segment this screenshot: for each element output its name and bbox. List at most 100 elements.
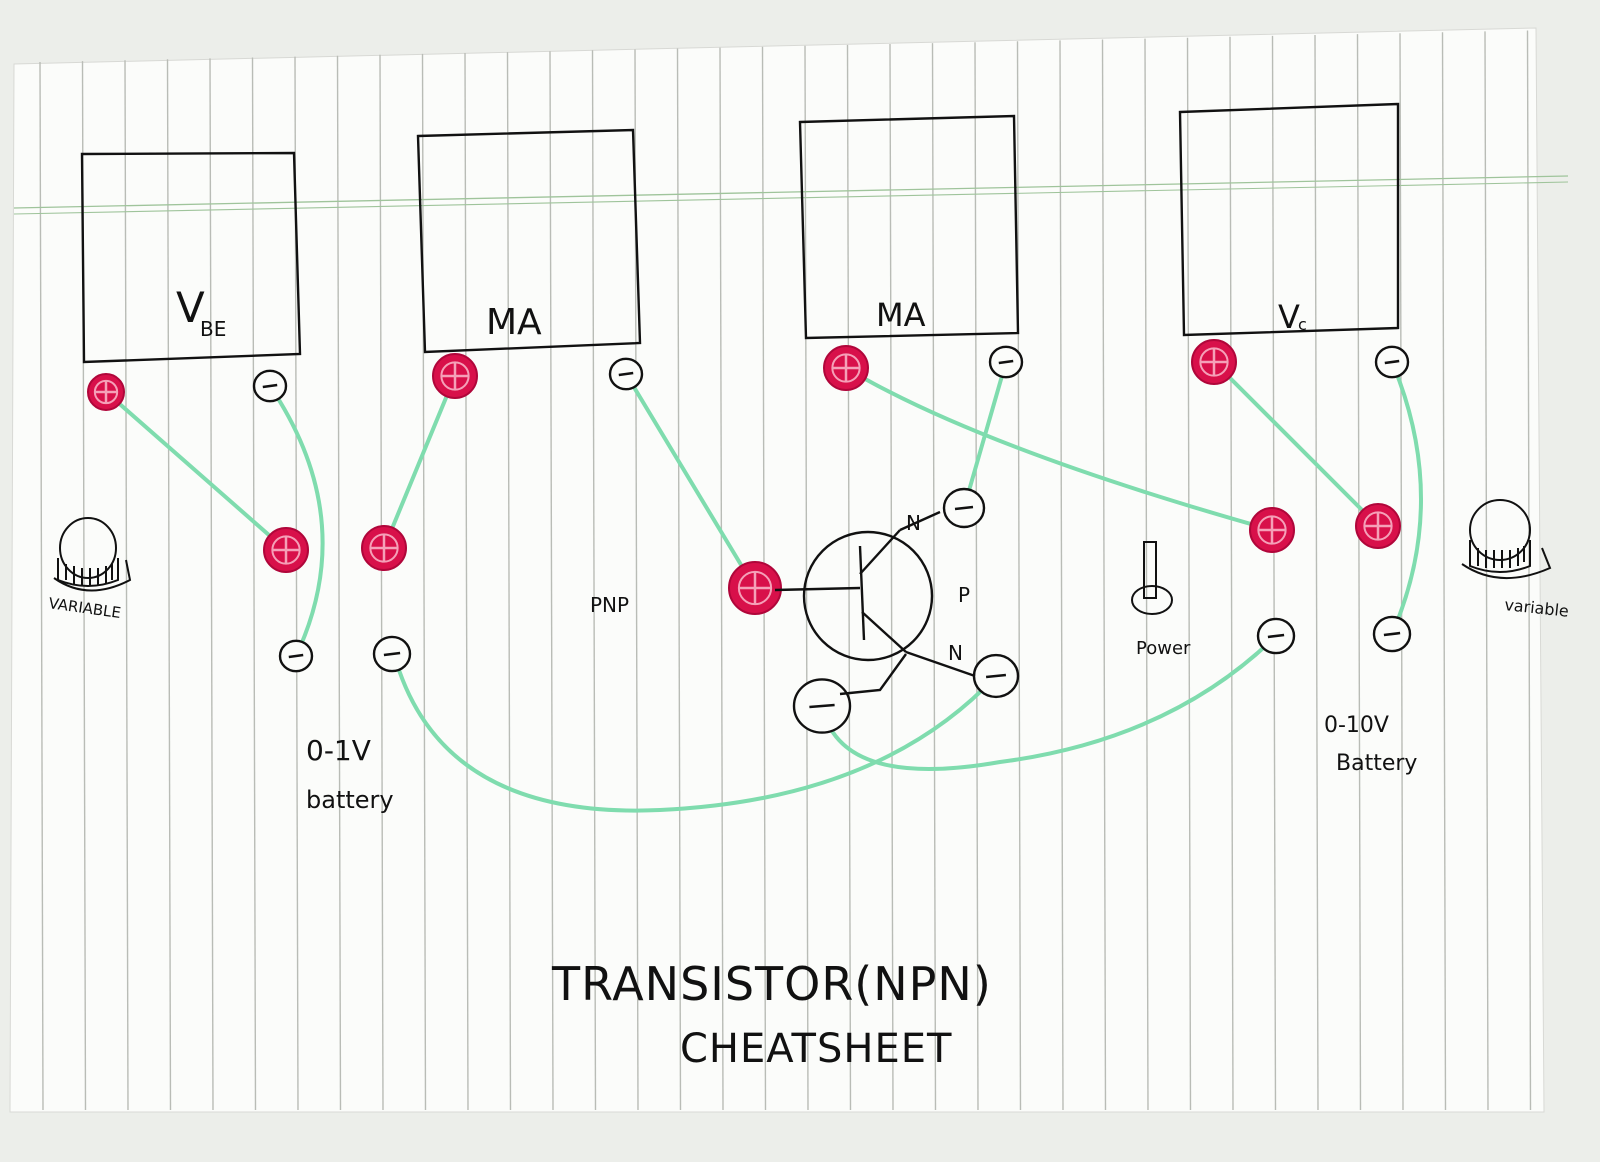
terminals	[87, 339, 1412, 734]
negative-terminal-icon[interactable]	[372, 635, 412, 673]
title-line-2: CHEATSHEET	[680, 1026, 952, 1072]
title-line-1: TRANSISTOR(NPN)	[551, 957, 992, 1011]
positive-terminal-icon[interactable]	[823, 345, 869, 391]
meter-box-ma-2	[798, 114, 1020, 340]
ruled-line	[1016, 41, 1022, 1111]
transistor-emitter-lead	[905, 650, 976, 678]
battery-left-label: battery	[306, 786, 394, 814]
negative-terminal-icon[interactable]	[252, 369, 288, 403]
ruled-line	[1186, 37, 1192, 1111]
negative-terminal-icon[interactable]	[942, 487, 986, 529]
ruled-line	[974, 42, 979, 1111]
transistor-symbol	[774, 510, 976, 696]
ruled-line	[1101, 39, 1107, 1111]
ruled-line	[1356, 34, 1362, 1111]
ruled-line	[1271, 35, 1277, 1111]
pnp-label: PNP	[590, 593, 629, 617]
meter-label-ma-2: MA	[876, 296, 926, 334]
ruled-line	[1441, 32, 1447, 1111]
ruled-line	[1526, 30, 1532, 1111]
positive-terminal-icon[interactable]	[432, 353, 478, 399]
ruled-line	[1399, 33, 1404, 1111]
wires	[104, 360, 1423, 813]
ruled-line	[889, 43, 894, 1111]
negative-terminal-icon[interactable]	[608, 357, 644, 391]
positive-terminal-icon[interactable]	[361, 525, 407, 571]
ruled-line	[209, 58, 214, 1111]
ruled-line	[676, 48, 682, 1111]
meter-label-vc: V	[1278, 298, 1300, 336]
ruled-line	[591, 50, 597, 1111]
transistor-circle	[802, 530, 934, 662]
negative-terminal-icon[interactable]	[1374, 345, 1410, 379]
wire-ma1-negative	[624, 372, 757, 590]
wire-vbe-positive	[104, 390, 288, 552]
wire-vbe-negative	[268, 384, 325, 658]
negative-terminal-icon[interactable]	[792, 678, 852, 734]
ruled-line	[251, 57, 257, 1111]
margin-line	[13, 175, 1569, 209]
ruled-line	[506, 52, 512, 1111]
ruled-line	[336, 55, 342, 1111]
negative-terminal-icon[interactable]	[972, 653, 1020, 699]
wire-vc-positive	[1212, 360, 1380, 528]
transistor-label-p: P	[958, 583, 970, 607]
positive-terminal-icon[interactable]	[263, 527, 309, 573]
power-switch-icon[interactable]	[1131, 541, 1173, 615]
ruled-line	[846, 44, 852, 1111]
transistor-collector-lead	[899, 510, 941, 532]
meter-box-ma-1	[416, 128, 642, 354]
battery-right-label: Battery	[1336, 751, 1417, 776]
meter-sub-vbe: BE	[200, 317, 226, 341]
negative-terminal-icon[interactable]	[988, 345, 1024, 379]
ruled-line	[931, 43, 937, 1111]
negative-terminal-icon[interactable]	[278, 639, 314, 673]
meter-box-vbe	[80, 151, 302, 364]
positive-terminal-icon[interactable]	[1355, 503, 1401, 549]
transistor-collector	[859, 529, 901, 575]
ruled-lines	[39, 30, 1532, 1111]
ruled-line	[379, 54, 384, 1111]
positive-terminal-icon[interactable]	[87, 373, 125, 411]
ruled-line	[166, 59, 172, 1111]
positive-terminal-icon[interactable]	[728, 561, 782, 615]
meter-box-vc	[1178, 102, 1400, 337]
ruled-line	[421, 53, 427, 1111]
transistor-label-n-bottom: N	[948, 641, 963, 665]
negative-terminal-icon[interactable]	[1372, 615, 1412, 653]
positive-terminal-icon[interactable]	[1249, 507, 1295, 553]
knob-left-icon[interactable]	[53, 517, 132, 592]
wire-emitter-return	[820, 634, 1278, 771]
ruled-line	[464, 52, 469, 1111]
wire-base-return	[392, 652, 998, 813]
battery-right-range: 0-10V	[1324, 713, 1389, 738]
wire-vc-negative	[1390, 360, 1423, 636]
ruled-line	[1229, 36, 1234, 1111]
transistor-base-bar	[858, 545, 866, 641]
ruled-line	[1059, 40, 1064, 1111]
ruled-line	[549, 51, 554, 1111]
meter-label-ma-1: MA	[486, 302, 542, 343]
ruled-line	[124, 60, 129, 1111]
paper-sheet	[9, 27, 1545, 1113]
margin-line	[13, 181, 1569, 215]
ruled-line	[39, 61, 44, 1111]
transistor-label-n-top: N	[906, 511, 921, 535]
positive-terminal-icon[interactable]	[1191, 339, 1237, 385]
wire-ma1-positive	[382, 374, 457, 550]
wire-ma2-negative	[962, 360, 1008, 510]
ruled-line	[719, 47, 724, 1111]
ruled-line	[1144, 38, 1149, 1111]
ruled-line	[1314, 34, 1319, 1111]
knob-right-icon[interactable]	[1461, 499, 1552, 579]
transistor-emitter-branch	[839, 653, 907, 696]
transistor-base-lead	[774, 586, 861, 592]
meter-sub-vc: c	[1298, 315, 1307, 334]
power-label: Power	[1136, 638, 1191, 659]
battery-left-range: 0-1V	[306, 734, 371, 767]
transistor-emitter	[861, 611, 907, 653]
wire-ma2-positive	[844, 366, 1274, 532]
meter-label-vbe: V	[176, 283, 205, 332]
negative-terminal-icon[interactable]	[1256, 617, 1296, 655]
